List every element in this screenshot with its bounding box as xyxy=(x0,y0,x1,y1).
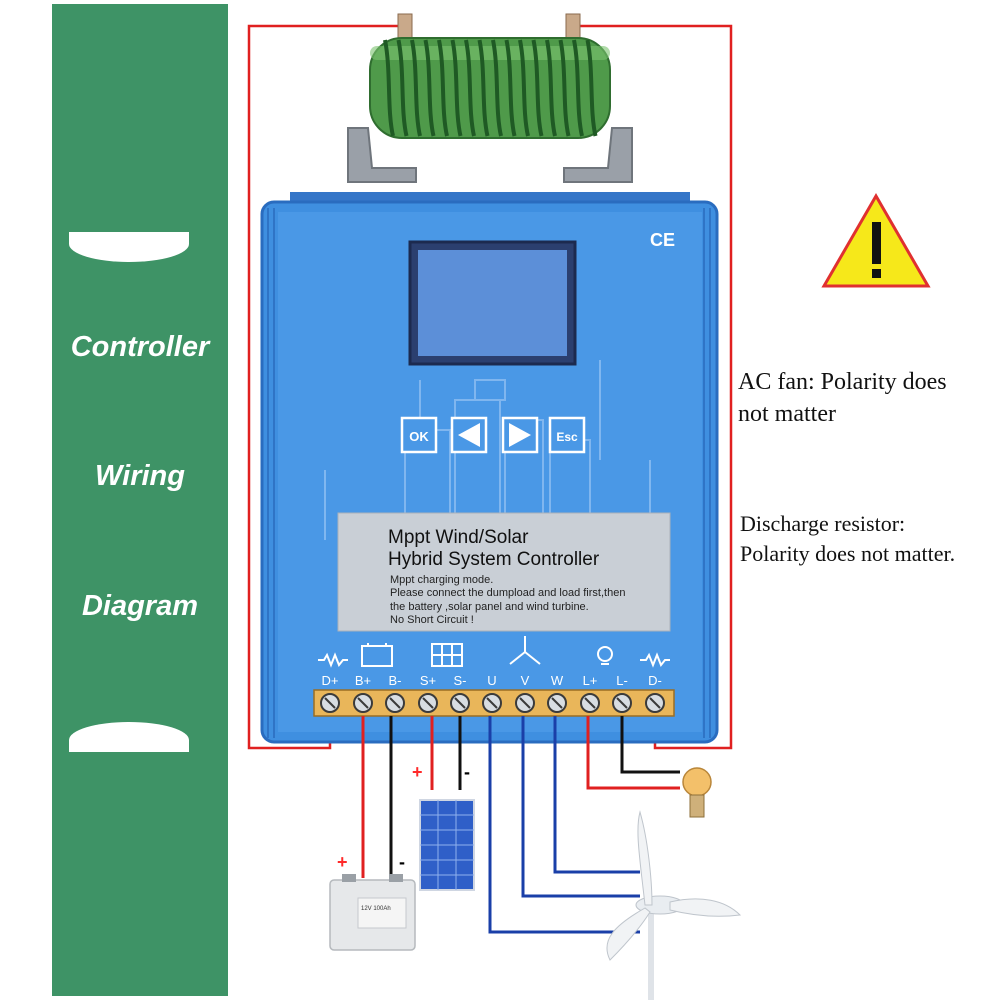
solar-plus-sign: + xyxy=(412,762,423,782)
terminal-label-L-: L- xyxy=(616,673,628,688)
coil-wire xyxy=(518,39,530,137)
screw-slot xyxy=(454,697,466,709)
battery-minus-sign: - xyxy=(399,852,405,872)
coil-wire xyxy=(464,39,476,137)
screw-slot xyxy=(486,697,498,709)
screw-slot xyxy=(519,697,531,709)
right-arrow-icon xyxy=(509,423,531,447)
turbine-u-wire xyxy=(488,716,640,934)
label-title-2: Hybrid System Controller xyxy=(388,549,600,570)
coil-wire xyxy=(477,39,490,137)
label-line-1: Mppt charging mode. xyxy=(390,574,493,586)
coil-wire xyxy=(504,39,517,137)
battery-symbol-icon xyxy=(361,643,393,667)
resistor-symbol-icon xyxy=(318,652,348,668)
terminal-label-W: W xyxy=(551,673,564,688)
resistor-note-line-2: Polarity does not matter. xyxy=(740,541,956,566)
coil-wire xyxy=(585,39,598,137)
sidebar-title-line-2: Wiring xyxy=(95,460,185,492)
sidebar-title-line-3: Diagram xyxy=(81,590,199,622)
warning-icon xyxy=(821,193,931,288)
sidebar-panel: Controller Wiring Diagram xyxy=(52,4,228,996)
load-negative-wire xyxy=(620,716,680,774)
load-positive-wire xyxy=(586,716,680,790)
terminal-label-D+: D+ xyxy=(322,673,339,688)
coil-wire xyxy=(396,39,409,137)
screw-slot xyxy=(649,697,661,709)
sidebar-title-line-1: Controller xyxy=(70,331,210,363)
coil-wire xyxy=(450,39,463,137)
left-button[interactable] xyxy=(450,416,488,454)
screw-slot xyxy=(357,697,369,709)
resistor-note-line-1: Discharge resistor: xyxy=(740,511,906,536)
coil-wire xyxy=(437,39,449,137)
esc-button[interactable]: Esc xyxy=(548,416,586,454)
bracket-bottom-icon xyxy=(69,722,189,752)
screw-slot xyxy=(551,697,563,709)
controller-label: Mppt Wind/Solar Hybrid System Controller… xyxy=(337,512,671,632)
label-line-2: Please connect the dumpload and load fir… xyxy=(390,587,625,599)
coil-wire xyxy=(423,39,436,137)
screw-slot xyxy=(584,697,596,709)
lcd-display xyxy=(408,240,577,366)
coil-wire xyxy=(410,39,422,137)
terminal-label-D-: D- xyxy=(648,673,662,688)
turbine-w-wire xyxy=(553,716,640,874)
turbine-symbol-icon xyxy=(509,636,541,665)
label-title-1: Mppt Wind/Solar xyxy=(388,527,529,548)
coil-wire xyxy=(558,39,571,137)
label-line-3: the battery ,solar panel and wind turbin… xyxy=(390,601,589,613)
screw-slot xyxy=(422,697,434,709)
esc-button-label: Esc xyxy=(556,430,578,444)
ok-button[interactable]: OK xyxy=(400,416,438,454)
ce-mark: CE xyxy=(650,230,675,250)
terminal-label-S-: S- xyxy=(454,673,467,688)
ok-button-label: OK xyxy=(409,429,429,444)
label-line-4: No Short Circuit ! xyxy=(390,614,474,626)
solar-panel-icon xyxy=(419,799,475,891)
left-arrow-icon xyxy=(458,423,480,447)
screw-slot xyxy=(616,697,628,709)
coil-wire xyxy=(572,39,584,137)
terminal-label-V: V xyxy=(521,673,530,688)
load-bulb-icon xyxy=(682,767,712,818)
coil-wire xyxy=(491,39,503,137)
bulb-icon xyxy=(597,646,613,665)
screw-slot xyxy=(389,697,401,709)
battery-icon: 12V 100Ah xyxy=(329,874,416,951)
coil-wire xyxy=(383,39,395,137)
terminal-label-S+: S+ xyxy=(420,673,436,688)
battery-plus-sign: + xyxy=(337,852,348,872)
coil-wire xyxy=(531,39,544,137)
terminal-screws xyxy=(320,693,665,713)
fan-note-line-1: AC fan: Polarity does xyxy=(738,369,947,395)
terminal-label-L+: L+ xyxy=(583,673,598,688)
bracket-top-icon xyxy=(69,232,189,262)
turbine-v-wire xyxy=(521,716,640,898)
right-button[interactable] xyxy=(501,416,539,454)
fan-note-line-2: not matter xyxy=(738,401,836,427)
resistor-coils xyxy=(383,39,598,137)
terminal-labels: D+ B+ B- S+ S- U V W L+ L- D- xyxy=(322,673,662,688)
coil-wire xyxy=(545,39,557,137)
heatsink-fins xyxy=(267,208,711,738)
solar-minus-sign: - xyxy=(464,762,470,782)
terminal-label-B-: B- xyxy=(389,673,402,688)
solar-symbol-icon xyxy=(431,643,463,667)
battery-label: 12V 100Ah xyxy=(361,906,391,912)
terminal-label-B+: B+ xyxy=(355,673,371,688)
resistor-symbol-icon-2 xyxy=(640,652,670,668)
wind-turbine-icon xyxy=(606,810,742,1000)
screw-slot xyxy=(324,697,336,709)
terminal-label-U: U xyxy=(487,673,496,688)
